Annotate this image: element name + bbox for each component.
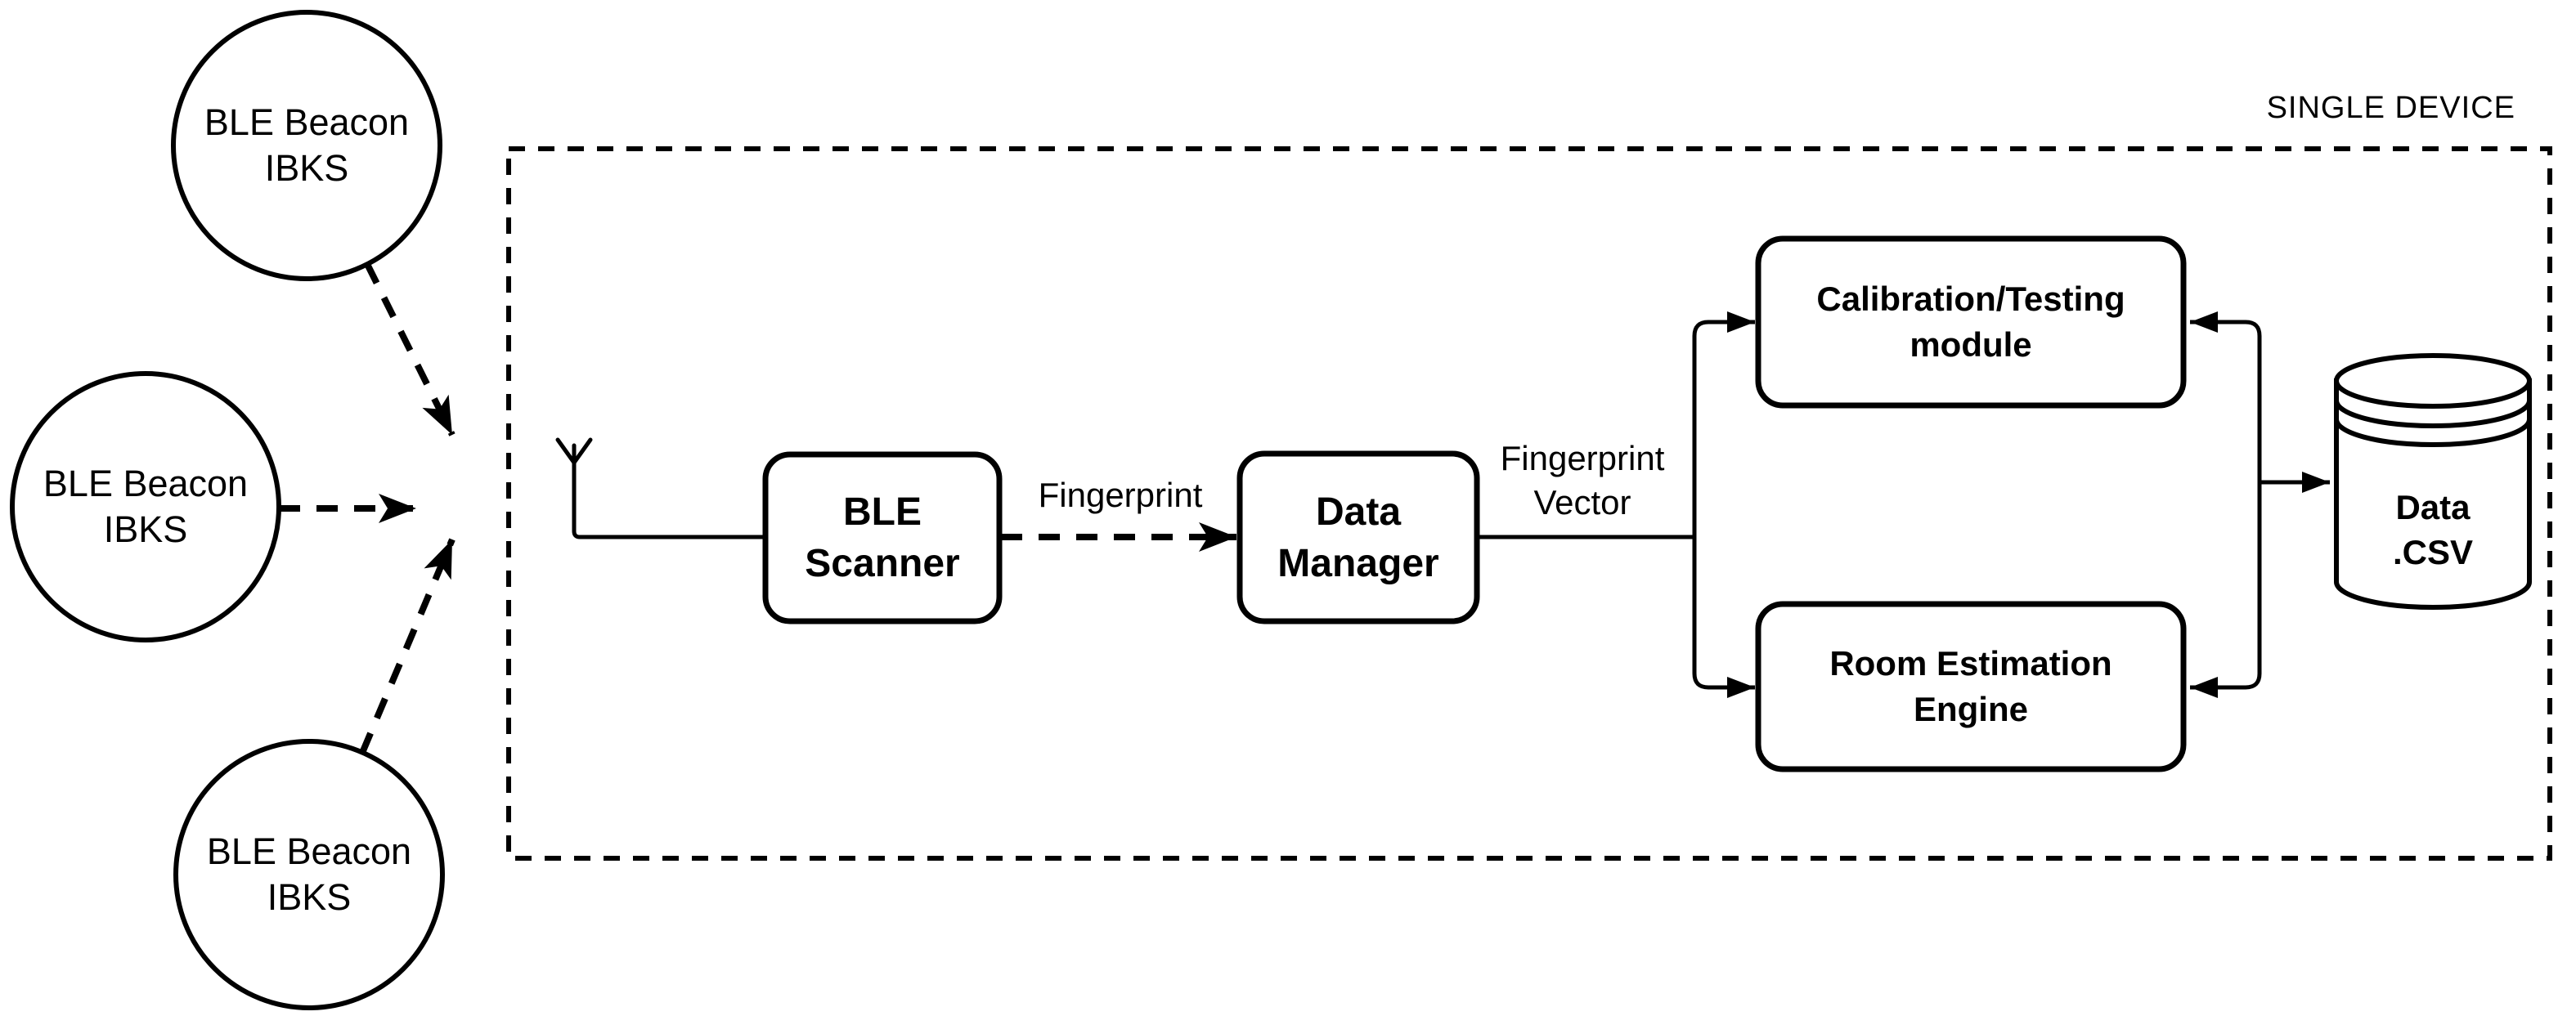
beacon-name: BLE Beacon xyxy=(206,830,412,872)
beacon-model: IBKS xyxy=(264,147,349,189)
beacon-circle-bottom xyxy=(173,739,445,1010)
database-body xyxy=(2334,378,2532,610)
rail-to-calibration-arrow xyxy=(2190,311,2262,482)
ble-scanner-label: BLE Scanner xyxy=(765,454,999,621)
room-engine-box xyxy=(1755,601,2187,772)
node-label-line: Room Estimation xyxy=(1829,644,2112,683)
beacon-name: BLE Beacon xyxy=(204,101,410,143)
beacon-circle-top xyxy=(171,10,442,281)
beacon-top-label: BLE Beacon IBKS xyxy=(172,56,442,235)
branch-to-calibration-arrow xyxy=(1692,311,1755,537)
database-cylinder-icon xyxy=(2334,353,2532,610)
beacon-top-signal-arrow xyxy=(364,262,456,436)
node-label-line: module xyxy=(1910,325,2032,364)
node-label-line: Calibration/Testing xyxy=(1816,280,2125,318)
branch-to-room-engine-arrow xyxy=(1692,537,1755,698)
antenna-icon xyxy=(555,437,593,465)
antenna-to-scanner-line xyxy=(572,463,765,539)
fingerprint-edge-label: Fingerprint xyxy=(1006,472,1235,518)
database-label: Data .CSV xyxy=(2336,448,2529,611)
node-label-line: Engine xyxy=(1913,690,2028,728)
beacon-model: IBKS xyxy=(267,876,352,918)
beacon-model: IBKS xyxy=(103,508,188,550)
data-manager-box xyxy=(1236,450,1480,624)
database-ring-1 xyxy=(2334,400,2532,428)
fingerprint-vector-edge-label: Fingerprint Vector xyxy=(1462,435,1703,526)
single-device-boundary xyxy=(506,146,2552,861)
rail-to-room-engine-arrow xyxy=(2190,482,2262,698)
calibration-module-label: Calibration/Testing module xyxy=(1758,239,2183,405)
beacon-middle-label: BLE Beacon IBKS xyxy=(11,417,280,597)
edge-label-text: Vector xyxy=(1533,483,1631,521)
node-label-line: Manager xyxy=(1277,541,1439,585)
beacon-bottom-signal-arrow xyxy=(359,538,456,754)
database-top-ellipse xyxy=(2334,353,2532,409)
node-label-line: Data xyxy=(1315,490,1402,534)
edge-label-text: Fingerprint xyxy=(1038,476,1203,514)
single-device-label: SINGLE DEVICE xyxy=(2004,85,2515,126)
node-label-line: BLE xyxy=(843,490,922,534)
edge-label-text: Fingerprint xyxy=(1500,439,1665,477)
data-manager-label: Data Manager xyxy=(1240,454,1477,621)
ble-scanner-box xyxy=(762,451,1003,624)
database-ring-2 xyxy=(2334,418,2532,447)
beacon-bottom-label: BLE Beacon IBKS xyxy=(174,785,444,965)
calibration-module-box xyxy=(1755,235,2187,409)
beacon-name: BLE Beacon xyxy=(43,463,249,504)
single-device-label-text: SINGLE DEVICE xyxy=(2266,91,2515,125)
node-label-line: Scanner xyxy=(805,542,960,585)
room-engine-label: Room Estimation Engine xyxy=(1758,604,2183,769)
node-label-line: Data xyxy=(2395,488,2471,526)
node-label-line: .CSV xyxy=(2392,533,2474,571)
